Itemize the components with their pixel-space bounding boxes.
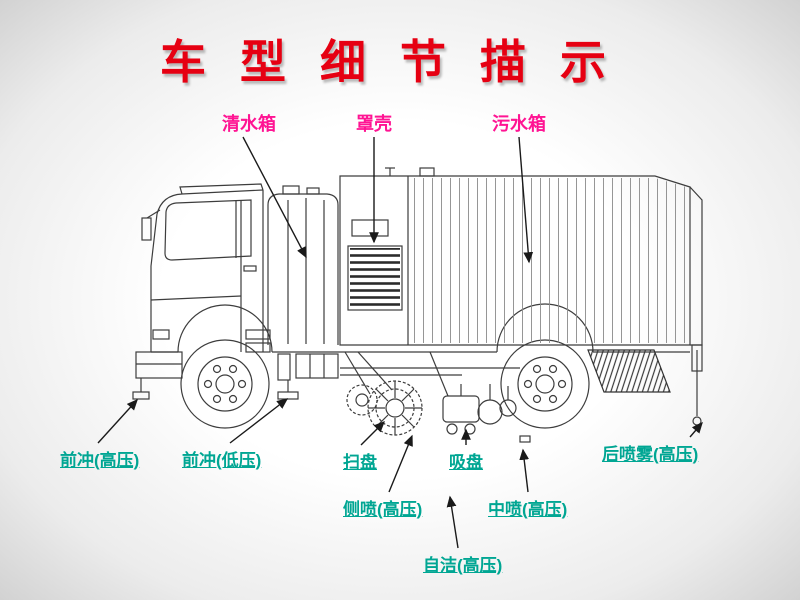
cover-shell-grille (347, 245, 403, 311)
arrow-front-flush-high (97, 398, 138, 444)
page-title: 车型细节描示 (160, 37, 640, 88)
label-mid-spray-high: 中喷(高压) (488, 500, 568, 519)
truck-line-drawing (132, 167, 703, 443)
rear-wheel (500, 339, 590, 429)
arrow-sewage-tank (518, 136, 534, 264)
front-wheel (180, 339, 270, 429)
label-suction-disc: 吸盘 (449, 453, 483, 472)
arrow-rear-mist-high (689, 421, 703, 438)
label-side-spray-high: 侧喷(高压) (343, 500, 423, 519)
rear-spray-bar (587, 349, 671, 393)
label-rear-mist-high: 后喷雾(高压) (602, 445, 699, 464)
clean-water-tank (267, 185, 339, 345)
arrow-mid-spray-high (519, 448, 530, 493)
sewage-tank-body (339, 167, 691, 346)
label-front-flush-high: 前冲(高压) (60, 451, 140, 470)
label-front-flush-low: 前冲(低压) (182, 451, 262, 470)
truck-cab (135, 183, 271, 379)
label-self-clean-high: 自洁(高压) (423, 556, 503, 575)
label-sewage-tank: 污水箱 (492, 114, 546, 134)
arrow-side-spray-high (388, 434, 413, 493)
suction-disc-assembly (442, 384, 531, 443)
arrow-sweep-disc (360, 421, 385, 446)
arrow-self-clean-high (446, 495, 459, 549)
sweep-disc-brush (346, 380, 423, 436)
rear-overhang (689, 186, 703, 426)
label-cover-shell: 罩壳 (356, 114, 392, 134)
arrow-clean-water-tank (242, 136, 307, 259)
arrow-front-flush-low (229, 398, 289, 444)
linkage-arms (344, 351, 449, 397)
label-sweep-disc: 扫盘 (343, 453, 377, 472)
label-clean-water-tank: 清水箱 (222, 114, 276, 134)
